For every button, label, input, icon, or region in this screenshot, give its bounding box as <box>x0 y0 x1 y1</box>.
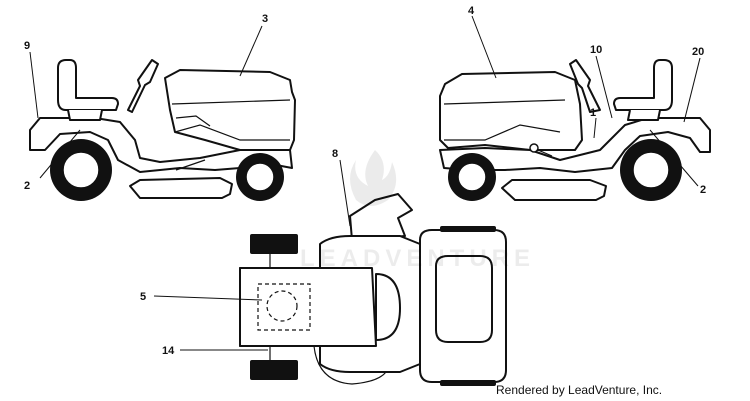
mower-left-side-view <box>29 59 296 201</box>
callout-10: 10 <box>590 44 602 56</box>
watermark-logo <box>350 150 397 206</box>
callout-4: 4 <box>468 5 475 17</box>
callout-1: 1 <box>590 107 596 119</box>
callout-2-right: 2 <box>700 184 706 196</box>
callout-labels: 9 3 2 4 10 20 1 2 8 5 14 <box>24 5 706 357</box>
callout-5: 5 <box>140 291 146 303</box>
callout-8: 8 <box>332 148 338 160</box>
callout-3: 3 <box>262 13 268 25</box>
callout-9: 9 <box>24 40 30 52</box>
callout-2-left: 2 <box>24 180 30 192</box>
leader-lines <box>29 15 701 351</box>
watermark-text: LEADVENTURE <box>300 245 536 272</box>
mower-top-view <box>239 193 507 386</box>
callout-20: 20 <box>692 46 704 58</box>
mower-right-side-view <box>439 59 711 201</box>
callout-14: 14 <box>162 345 175 357</box>
credit-text: Rendered by LeadVenture, Inc. <box>496 383 663 397</box>
